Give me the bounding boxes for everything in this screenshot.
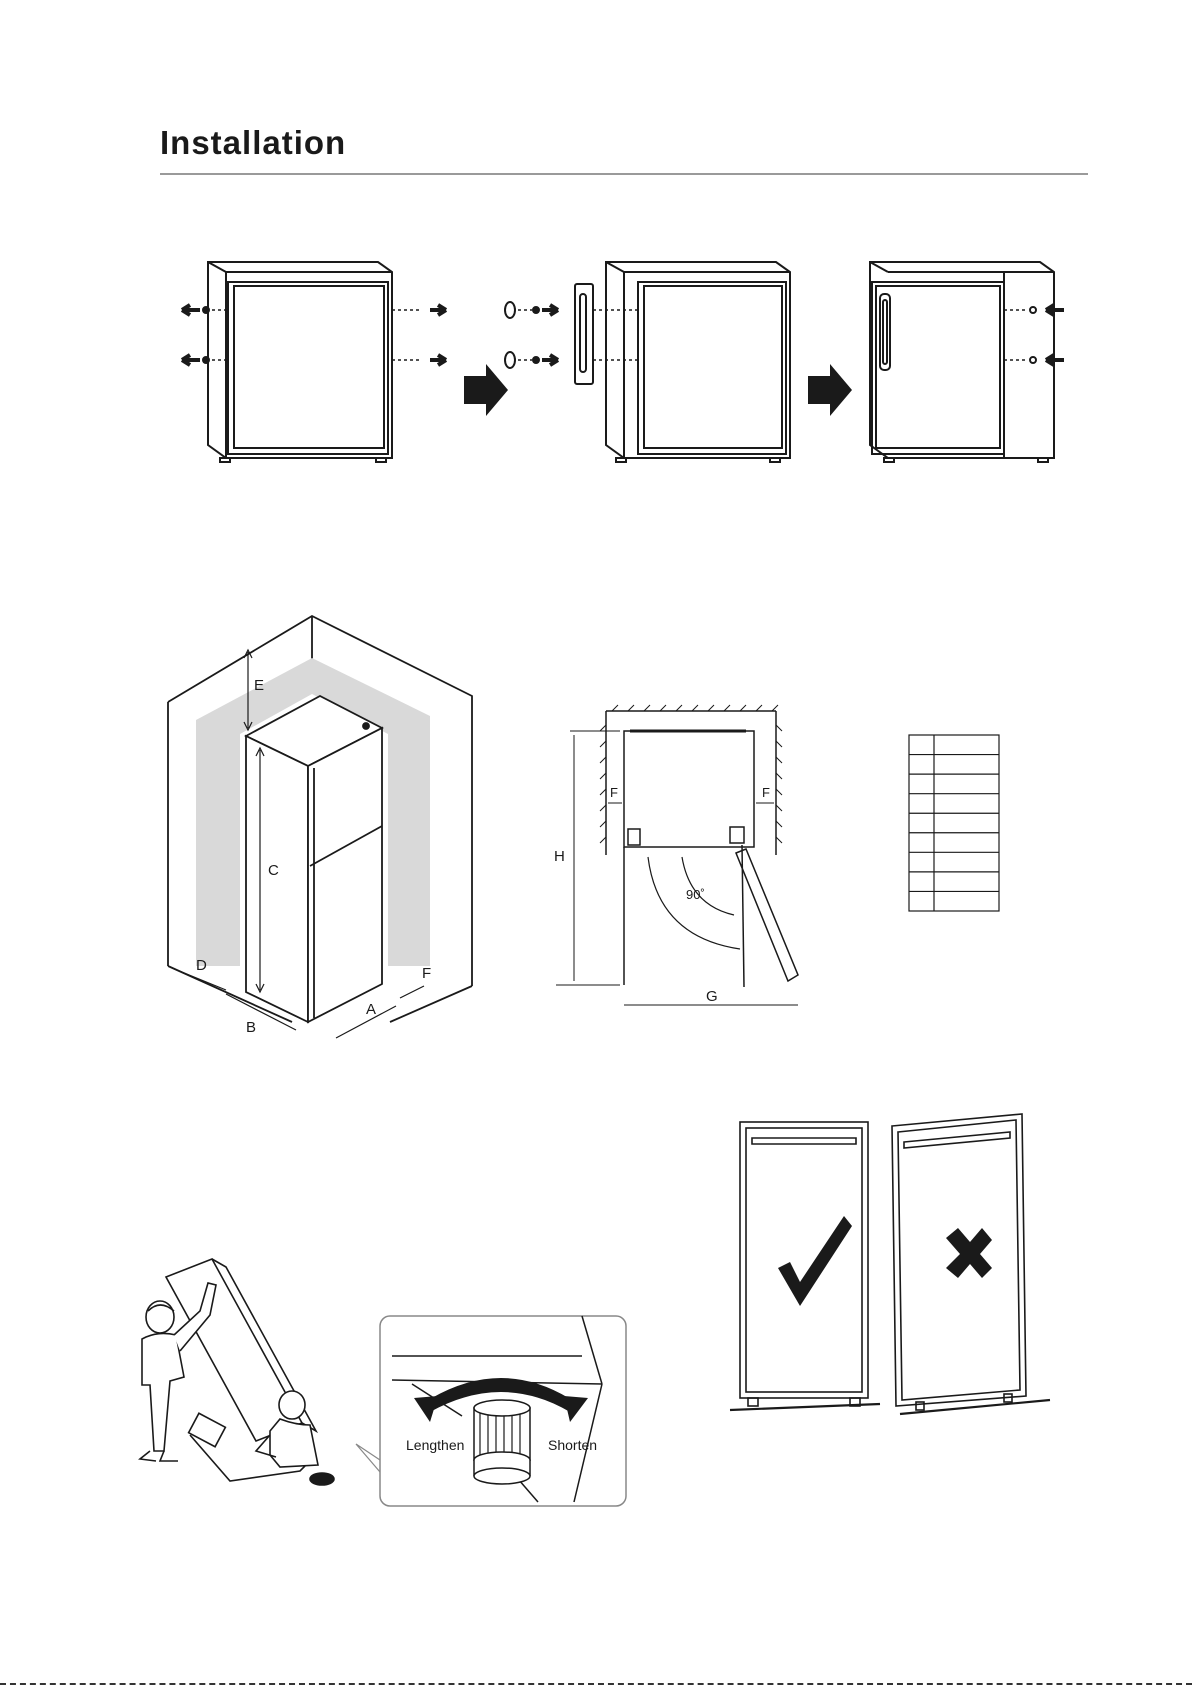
- cross-icon: [946, 1228, 992, 1278]
- leveling-foot-icon: [474, 1400, 530, 1484]
- dim-label-e: E: [254, 677, 264, 694]
- person-standing: [140, 1283, 216, 1461]
- fridge-step-3: [870, 262, 1064, 462]
- fridge-level-correct: [730, 1122, 880, 1410]
- fridge-level-wrong: [892, 1114, 1050, 1414]
- person-crouching: [256, 1391, 334, 1485]
- table-border: [909, 735, 999, 911]
- dim-label-f-left: F: [610, 785, 618, 800]
- door-reversal-diagram: [180, 250, 1080, 490]
- level-check-diagram: [720, 1110, 1060, 1420]
- door-angle-label: 90˚: [686, 887, 705, 902]
- fridge-step-1: [182, 262, 446, 462]
- dim-label-c: C: [268, 862, 279, 879]
- leveling-foot-zoom: Lengthen Shorten: [352, 1312, 632, 1508]
- fridge-tilt-illustration: [130, 1255, 360, 1505]
- dim-label-a: A: [366, 1001, 376, 1018]
- dim-label-g: G: [706, 988, 718, 1005]
- screw-arrows-right: [392, 305, 446, 365]
- arrow-right-icon: [464, 364, 508, 416]
- door-handle-parts: [505, 284, 640, 384]
- dim-label-h: H: [554, 848, 565, 865]
- clearance-top-view-diagram: 90˚ F F H G: [550, 705, 810, 1015]
- title-divider: [160, 173, 1088, 175]
- lengthen-label: Lengthen: [406, 1437, 464, 1453]
- dim-label-d: D: [196, 957, 207, 974]
- screw-arrows-left: [182, 305, 228, 365]
- page-title: Installation: [160, 124, 346, 162]
- fridge-step-2: [505, 262, 790, 462]
- shorten-label: Shorten: [548, 1437, 597, 1453]
- dim-label-f-right: F: [762, 785, 770, 800]
- clearance-isometric-diagram: C E D B A F: [160, 610, 500, 1050]
- arrow-right-icon: [808, 364, 852, 416]
- dim-label-f: F: [422, 965, 431, 982]
- dimension-table: [908, 734, 1000, 912]
- checkmark-icon: [778, 1216, 852, 1306]
- dim-label-b: B: [246, 1019, 256, 1036]
